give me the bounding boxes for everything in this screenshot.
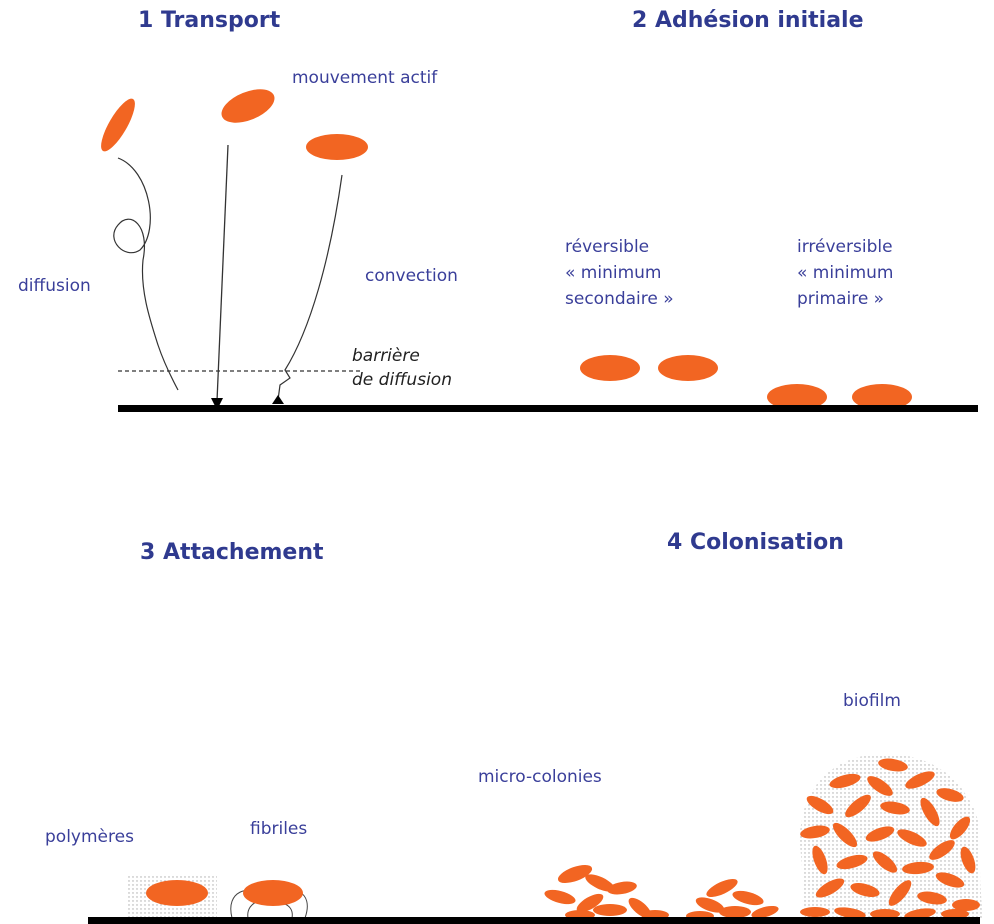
bacterium-reversible-2: [658, 355, 718, 381]
attachement-stage: [127, 875, 307, 918]
bacterium-convection: [306, 134, 368, 160]
convection-path: [278, 175, 342, 400]
adhesion-stage: [580, 355, 930, 412]
micro-colony-right: [686, 875, 780, 921]
bacterium-active: [217, 83, 279, 130]
colonisation-stage: [543, 754, 982, 922]
active-motion-arrow: [217, 145, 228, 401]
bacterium-reversible-1: [580, 355, 640, 381]
micro-colony-left: [543, 861, 669, 921]
transport-stage: [95, 83, 978, 412]
bacterium-fibriles: [243, 880, 303, 906]
surface-bottom: [88, 917, 980, 924]
diffusion-path: [114, 158, 178, 390]
convection-arrowhead: [272, 395, 284, 404]
bacterium-tilted: [95, 95, 141, 156]
surface-cover-irreversible: [760, 405, 930, 412]
bacterium-polymeres: [146, 880, 208, 906]
